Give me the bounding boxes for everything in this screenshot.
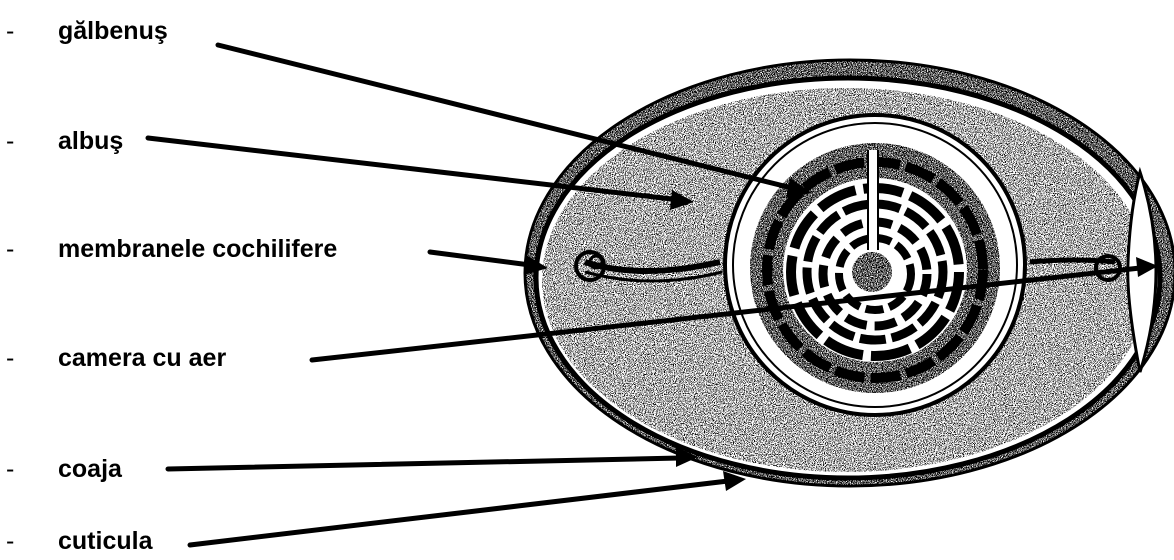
pointer-membranele [430, 252, 530, 265]
yolk [725, 115, 1025, 415]
label-galbenus-text: gălbenuş [58, 17, 168, 45]
pointer-coaja [168, 458, 680, 469]
label-coaja: -coaja [0, 454, 122, 484]
label-galbenus: -gălbenuş [0, 16, 168, 46]
label-coaja-text: coaja [58, 455, 122, 483]
label-albus-text: albuş [58, 127, 123, 155]
label-membranele: -membranele cochilifere [0, 234, 337, 264]
label-camera: -camera cu aer [0, 343, 226, 373]
label-membranele-text: membranele cochilifere [58, 235, 337, 263]
pointer-cuticula [190, 481, 728, 545]
label-albus: -albuş [0, 126, 123, 156]
label-camera-text: camera cu aer [58, 344, 226, 372]
label-cuticula: -cuticula [0, 526, 152, 556]
label-cuticula-text: cuticula [58, 527, 152, 555]
